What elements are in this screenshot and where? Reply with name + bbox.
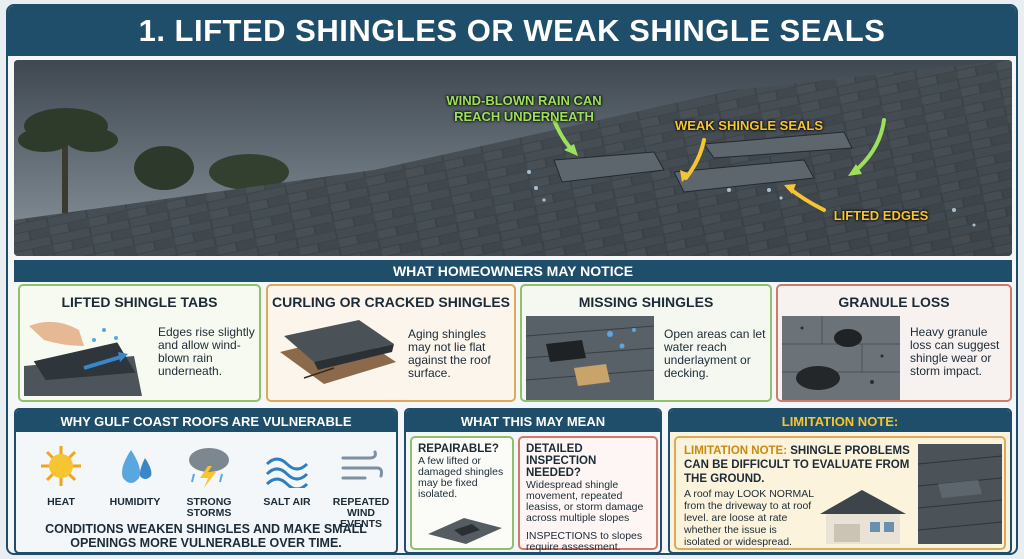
repairable-text: A few lifted or damaged shingles may be …	[418, 455, 504, 500]
roof-closeup-illustration	[918, 444, 1002, 544]
callout-weak-seals: WEAK SHINGLE SEALS	[674, 118, 824, 133]
card-title: CURLING OR CRACKED SHINGLES	[271, 294, 510, 310]
limitation-panel: LIMITATION NOTE: LIMITATION NOTE: SHINGL…	[668, 408, 1012, 553]
limitation-heading: LIMITATION NOTE:	[670, 410, 1010, 432]
card-lifted-tabs: LIFTED SHINGLE TABS Edges rise slightly …	[18, 284, 261, 402]
item-label: STRONG STORMS	[186, 496, 232, 519]
sun-icon	[41, 446, 81, 486]
card-granule: GRANULE LOSS Heavy granule loss can sugg…	[776, 284, 1012, 402]
vulnerable-summary: CONDITIONS WEAKEN SHINGLES AND MAKE SMAL…	[45, 522, 367, 550]
page-title: 1. LIFTED SHINGLES OR WEAK SHINGLE SEALS	[8, 6, 1016, 56]
card-missing: MISSING SHINGLES Open areas can let wate…	[520, 284, 772, 402]
item-label: SALT AIR	[263, 496, 311, 508]
limitation-text: A roof may LOOK NORMAL from the driveway…	[684, 488, 814, 548]
hand-icon	[29, 321, 84, 346]
card-text: Aging shingles may not lie flat against …	[408, 327, 491, 380]
limitation-box: LIMITATION NOTE: SHINGLE PROBLEMS CAN BE…	[674, 436, 1006, 550]
card-text: Open areas can let water reach underlaym…	[664, 327, 766, 380]
card-curling: CURLING OR CRACKED SHINGLES Aging shingl…	[266, 284, 516, 402]
water-drops-icon	[122, 450, 152, 483]
limitation-lead: LIMITATION NOTE: SHINGLE PROBLEMS CAN BE…	[684, 444, 916, 486]
roof-photo: WIND-BLOWN RAIN CAN REACH UNDERNEATH WEA…	[14, 60, 1012, 256]
card-title: MISSING SHINGLES	[578, 294, 714, 310]
card-text: Edges rise slightly and allow wind-blown…	[158, 325, 255, 378]
curled-shingle-illustration	[280, 320, 396, 384]
wind-icon	[341, 450, 383, 480]
callout-lifted-edges: LIFTED EDGES	[833, 208, 929, 223]
storm-cloud-icon	[189, 448, 229, 488]
waves-icon	[265, 457, 309, 491]
card-text: Heavy granule loss can suggest shingle w…	[910, 325, 1000, 378]
item-salt-air: SALT AIR	[252, 444, 322, 508]
card-title: GRANULE LOSS	[838, 294, 950, 310]
limitation-lead-label: LIMITATION NOTE:	[684, 445, 788, 457]
missing-shingle-illustration	[526, 316, 654, 400]
vulnerable-panel: WHY GULF COAST ROOFS ARE VULNERABLE HEAT…	[14, 408, 398, 553]
house-illustration	[820, 490, 906, 544]
inspection-box: DETAILED INSPECTION NEEDED? Widespread s…	[518, 436, 658, 553]
shingle-patch-illustration	[428, 518, 502, 544]
item-humidity: HUMIDITY	[100, 444, 170, 508]
infographic-frame: 1. LIFTED SHINGLES OR WEAK SHINGLE SEALS	[6, 4, 1018, 555]
item-label: HUMIDITY	[109, 496, 161, 508]
repairable-box: REPAIRABLE? A few lifted or damaged shin…	[410, 436, 514, 550]
inspection-text: Widespread shingle movement, repeated le…	[526, 479, 644, 524]
lifted-tabs	[553, 131, 853, 193]
inspection-title: DETAILED INSPECTION NEEDED?	[526, 443, 597, 479]
palm-tree	[18, 108, 118, 220]
item-wind: REPEATED WIND EVENTS	[326, 444, 396, 530]
lifted-tab-illustration	[24, 321, 142, 396]
meaning-heading: WHAT THIS MAY MEAN	[406, 410, 660, 432]
item-heat: HEAT	[26, 444, 96, 508]
limitation-lead-rest: SHINGLE PROBLEMS CAN BE DIFFICULT TO EVA…	[684, 445, 910, 485]
card-title: LIFTED SHINGLE TABS	[61, 294, 218, 310]
vulnerable-heading: WHY GULF COAST ROOFS ARE VULNERABLE	[16, 410, 396, 432]
roof-illustration	[14, 60, 1012, 256]
callout-wind-rain: WIND-BLOWN RAIN CAN REACH UNDERNEATH	[446, 93, 602, 124]
item-label: HEAT	[47, 496, 75, 508]
item-storms: STRONG STORMS	[174, 444, 244, 519]
repairable-title: REPAIRABLE?	[418, 443, 499, 455]
item-label: REPEATED WIND EVENTS	[332, 496, 390, 530]
notice-heading: WHAT HOMEOWNERS MAY NOTICE	[14, 260, 1012, 282]
granule-loss-illustration	[782, 316, 900, 400]
meaning-panel: WHAT THIS MAY MEAN REPAIRABLE? A few lif…	[404, 408, 662, 553]
inspection-text-2: INSPECTIONS to slopes require assessment…	[526, 530, 643, 553]
